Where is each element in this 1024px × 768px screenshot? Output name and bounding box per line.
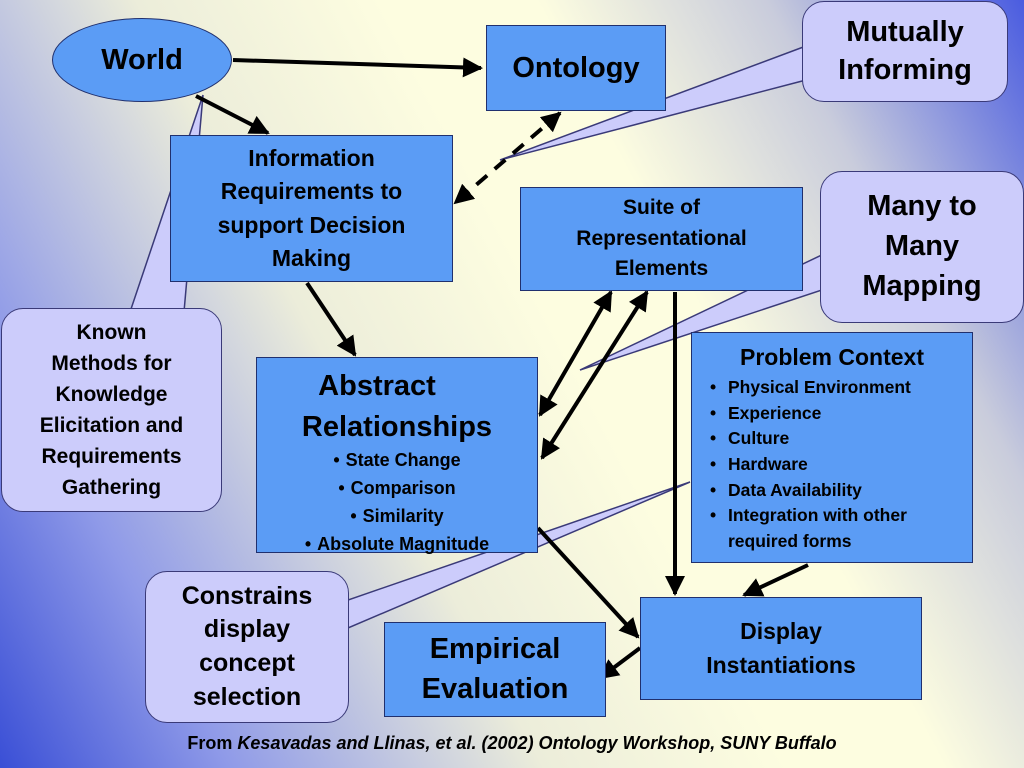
problem-context-item: Experience <box>702 401 972 427</box>
suite-line: Suite of <box>623 196 700 220</box>
suite-box: Suite of Representational Elements <box>520 187 803 291</box>
callout-line: Mutually <box>846 15 964 48</box>
empirical-line: Evaluation <box>421 672 569 705</box>
info-line: support Decision <box>217 211 406 238</box>
ontology-label: Ontology <box>512 51 640 84</box>
suite-line: Representational <box>576 226 747 250</box>
problem-context-items: Physical Environment Experience Culture … <box>692 375 972 555</box>
callout-line: Methods for <box>51 351 172 375</box>
citation-footer: From Kesavadas and Llinas, et al. (2002)… <box>0 733 1024 754</box>
citation-text: Kesavadas and Llinas, et al. (2002) Onto… <box>237 733 837 753</box>
citation-prefix: From <box>187 733 233 753</box>
callout-line: Requirements <box>41 445 182 469</box>
info-line: Requirements to <box>220 178 403 205</box>
problem-context-item: Integration with other required forms <box>702 503 972 554</box>
arrow-suite-abstract-2 <box>540 290 649 460</box>
world-node: World <box>52 18 232 102</box>
arrow-abstract-display <box>536 526 640 639</box>
abstract-relationships-box: Abstract Relationships State Change Comp… <box>256 357 538 554</box>
callout-line: Knowledge <box>55 382 168 406</box>
callout-line: Many to <box>867 190 977 223</box>
display-line: Display <box>740 618 822 645</box>
callout-known-methods: Known Methods for Knowledge Elicitation … <box>1 308 222 512</box>
callout-constrains: Constrains display concept selection <box>145 571 349 723</box>
arrow-display-empirical <box>598 646 642 680</box>
callout-line: Elicitation and <box>39 414 184 437</box>
abstract-title-line: Relationships <box>301 410 493 443</box>
callout-line: Constrains <box>181 581 313 610</box>
callout-many-to-many: Many to Many Mapping <box>820 171 1024 323</box>
callout-line: display <box>203 615 291 644</box>
suite-line: Elements <box>614 257 709 281</box>
callout-line: Informing <box>838 53 972 86</box>
abstract-item: State Change <box>305 447 489 475</box>
arrow-info-abstract <box>305 281 357 357</box>
callout-line: Gathering <box>61 476 162 500</box>
display-line: Instantiations <box>706 651 856 678</box>
problem-context-item: Hardware <box>702 452 972 478</box>
problem-context-item: Data Availability <box>702 478 972 504</box>
arrow-world-ontology <box>232 57 483 78</box>
info-line: Information <box>248 144 375 171</box>
empirical-line: Empirical <box>429 633 561 666</box>
ontology-box: Ontology <box>486 25 666 111</box>
callout-line: selection <box>192 682 302 711</box>
abstract-item: Absolute Magnitude <box>305 531 489 559</box>
problem-context-item: Culture <box>702 426 972 452</box>
problem-context-box: Problem Context Physical Environment Exp… <box>691 332 973 563</box>
abstract-item: Comparison <box>305 475 489 503</box>
abstract-item: Similarity <box>305 503 489 531</box>
problem-context-item: Physical Environment <box>702 375 972 401</box>
callout-line: Known <box>76 320 147 344</box>
world-label: World <box>101 43 183 76</box>
callout-line: concept <box>199 649 295 677</box>
arrow-problem-display <box>742 563 809 597</box>
display-instantiations-box: Display Instantiations <box>640 597 922 700</box>
callout-line: Many <box>884 230 960 263</box>
callout-line: Mapping <box>862 269 982 302</box>
empirical-evaluation-box: Empirical Evaluation <box>384 622 606 717</box>
abstract-items: State Change Comparison Similarity Absol… <box>305 447 489 559</box>
arrow-world-info <box>195 94 270 135</box>
info-line: Making <box>271 244 352 271</box>
info-requirements-box: Information Requirements to support Deci… <box>170 135 453 282</box>
callout-mutually-informing: Mutually Informing <box>802 1 1008 102</box>
abstract-title-line: Abstract <box>318 370 436 402</box>
problem-context-title: Problem Context <box>739 344 925 370</box>
arrow-suite-abstract-1 <box>538 290 613 417</box>
